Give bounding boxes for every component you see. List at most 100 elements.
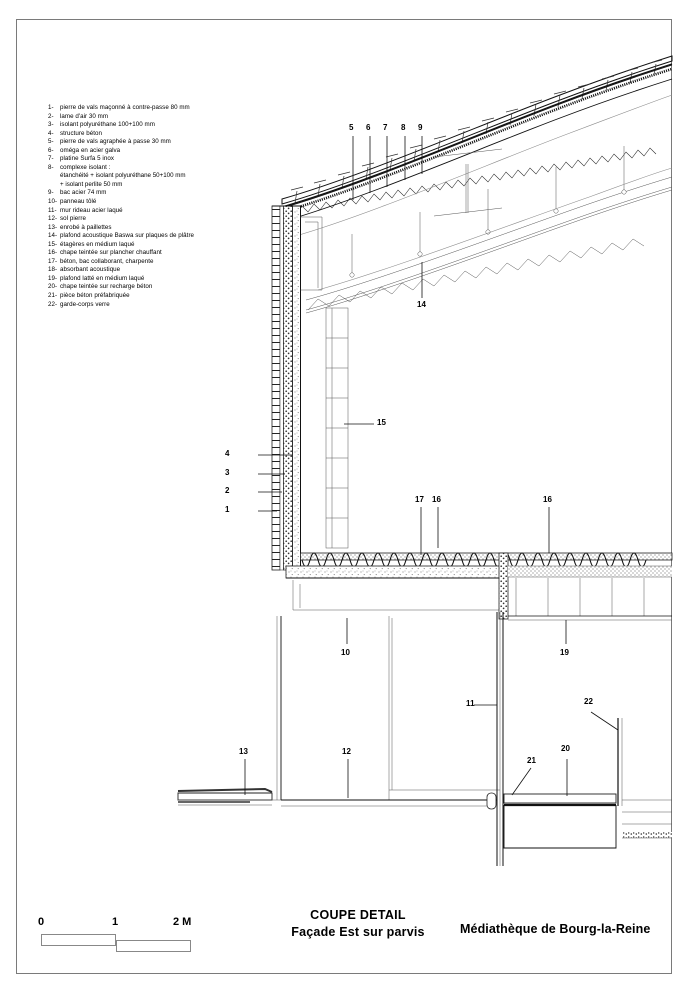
callout-2: 2 [225,486,230,495]
legend-item: 5- pierre de vals agraphée à passe 30 mm [48,138,293,147]
project-name: Médiathèque de Bourg-la-Reine [460,922,651,936]
legend-item-text: bac acier 74 mm [60,189,107,197]
legend-item-number: 9- [48,189,54,197]
scale-label-2: 2 M [173,916,192,928]
legend-item-number: 1- [48,104,54,111]
drawing-title: COUPE DETAIL [310,908,406,922]
legend-item: 18-absorbant acoustique [48,266,293,275]
legend-item-number: 11- [48,206,57,214]
legend-item-number: 21- [48,292,58,300]
drawing-subtitle: Façade Est sur parvis [291,925,425,939]
scale-bar: 0 1 2 M [38,916,198,960]
legend-item-number: 18- [48,266,58,274]
legend-item-text: enrobé à paillettes [60,223,112,231]
legend-item-number: 15- [48,240,58,248]
legend-item: 16-chape teintée sur plancher chauffant [48,249,293,258]
legend-item-text: complexe isolant : [60,163,111,171]
scale-segment-first [41,934,116,946]
legend-item: 2-lame d'air 30 mm [48,113,293,122]
legend-item: 19-plafond latté en médium laqué [48,275,293,284]
legend-item: 10-panneau tôlé [48,198,293,207]
callout-5: 5 [349,123,354,132]
legend-item-text: platine Surfa 5 inox [60,155,114,163]
callout-12: 12 [342,747,352,756]
steel-i-beam [433,148,503,217]
callout-6: 6 [366,123,371,132]
callout-16a: 16 [432,495,442,504]
shelving-unit [325,307,349,549]
legend-item-number: 2- [48,112,54,120]
callout-4: 4 [225,449,230,458]
callout-11: 11 [466,699,475,708]
callout-3: 3 [225,468,230,477]
legend-item: 17-béton, bac collaborant, charpente [48,258,293,267]
legend-item: 4-structure béton [48,130,293,139]
wall-roof-junction [300,216,323,291]
slatted-ceiling [498,552,672,621]
drawing-frame [16,19,672,974]
callout-14: 14 [417,300,427,309]
callout-20: 20 [561,744,571,753]
callout-7: 7 [383,123,388,132]
legend-item: 11-mur rideau acier laqué [48,207,293,216]
legend-item: 22-garde-corps verre [48,301,293,310]
legend-item-subtext: + isolant perlite 50 mm [60,180,123,188]
legend-item-text: panneau tôlé [60,198,97,206]
legend-item-number: 12- [48,215,58,223]
scale-label-0: 0 [38,916,45,928]
legend-item: 15-étagères en médium laqué [48,241,293,250]
legend-item: 9- bac acier 74 mm [48,189,293,198]
legend-item: 8- complexe isolant : [48,164,293,173]
legend-item-number: 22- [48,300,58,308]
callout-10: 10 [341,648,351,657]
legend-item-number: 8- [48,163,54,171]
legend-item: 20-chape teintée sur recharge béton [48,283,293,292]
callout-8: 8 [401,123,406,132]
legend-item-number: 4- [48,129,54,137]
legend-item-text: pierre de vals agraphée à passe 30 mm [60,138,171,146]
legend-item-number: 7- [48,155,54,163]
callout-leaders [244,136,619,798]
legend-item-number: 5- [48,138,54,146]
callout-16b: 16 [543,495,553,504]
legend-item-number: 14- [48,232,58,240]
legend-item: 7- platine Surfa 5 inox [48,155,293,164]
legend-item-number: 17- [48,257,58,265]
floor-slab-assembly [285,552,673,611]
legend-item: 6- oméga en acier galva [48,147,293,156]
scale-label-1: 1 [112,916,119,928]
legend-item-text: étagères en médium laqué [60,240,135,248]
callout-1: 1 [225,505,230,514]
legend-item: 13-enrobé à paillettes [48,224,293,233]
legend-item-text: mur rideau acier laqué [60,206,123,214]
legend-item-text: béton, bac collaborant, charpente [60,257,154,265]
legend-item-text: oméga en acier galva [60,146,121,154]
callout-22: 22 [584,697,594,706]
callout-19: 19 [560,648,570,657]
legend-item-text: chape teintée sur recharge béton [60,283,153,291]
legend-item-number: 20- [48,283,58,291]
legend-item-number: 6- [48,146,54,154]
legend-item: 21-pièce béton préfabriquée [48,292,293,301]
callout-15: 15 [377,418,387,427]
legend-item-text: plafond latté en médium laqué [60,274,145,282]
lower-level [276,612,504,866]
legend-item-text: garde-corps verre [60,300,110,308]
callout-17: 17 [415,495,425,504]
legend-item-text: chape teintée sur plancher chauffant [60,249,162,257]
suspended-ceiling-truss [305,146,673,314]
legend-item: 12-sol pierre [48,215,293,224]
legend-item-text: pierre de vals maçonné à contre-passe 80… [60,104,190,111]
legend-item: 14-plafond acoustique Baswa sur plaques … [48,232,293,241]
roof-assembly [280,55,673,238]
title-block: COUPE DETAIL Façade Est sur parvis [258,908,458,939]
callout-9: 9 [418,123,423,132]
legend-item-text: plafond acoustique Baswa sur plaques de … [60,232,195,240]
legend-item-number: 19- [48,274,58,282]
legend-item-text: sol pierre [60,215,86,223]
sidewalk-asphalt [177,787,281,806]
callout-13: 13 [239,747,249,756]
scale-segment-second [116,940,191,952]
legend-item: 1- pierre de vals maçonné à contre-passe … [48,104,293,113]
